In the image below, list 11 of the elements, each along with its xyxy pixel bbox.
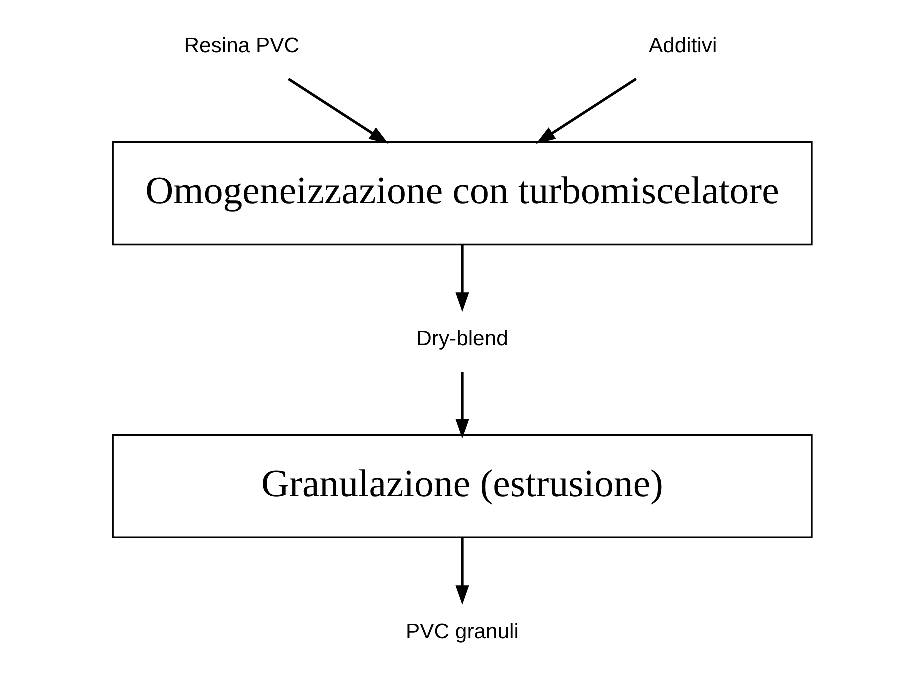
node-text: PVC granuli (406, 620, 518, 644)
arrow (455, 538, 469, 606)
node-text: Additivi (648, 34, 717, 58)
arrow (536, 78, 637, 144)
node-box: Omogeneizzazione con turbomiscelatore (112, 141, 812, 246)
arrow (455, 372, 469, 439)
arrow (287, 78, 388, 144)
arrow (455, 245, 469, 312)
node-text: Dry-blend (416, 327, 508, 350)
node-text: Resina PVC (184, 34, 300, 58)
node-box: Granulazione (estrusione) (112, 434, 812, 539)
